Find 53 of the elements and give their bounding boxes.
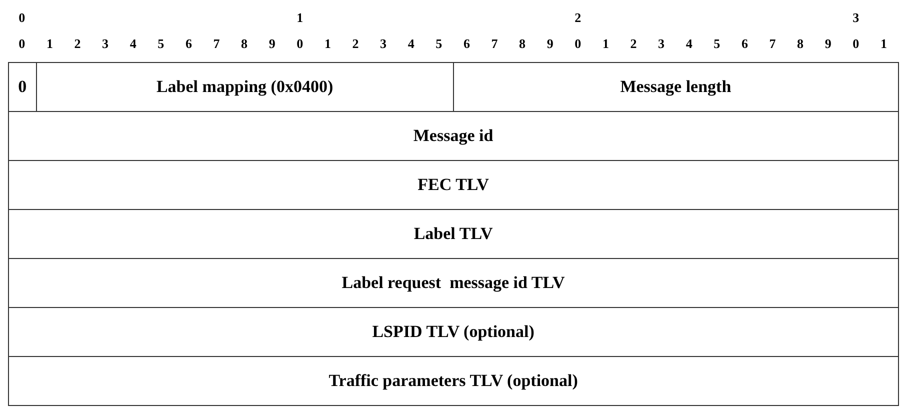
bit-number: 3 [852,11,860,24]
bit-number: 1 [45,37,54,50]
bit-number: 6 [184,37,193,50]
field-cell [8,258,899,308]
bit-number: 7 [768,37,777,50]
bit-number: 2 [351,37,360,50]
bit-number: 2 [73,37,82,50]
bit-number: 6 [740,37,749,50]
bit-number: 9 [824,37,832,50]
field-name: FEC TLV [418,174,489,196]
bit-number: 1 [879,37,888,50]
field-cell [8,307,899,357]
field-cell [8,111,899,161]
bit-number: 0 [852,37,860,50]
bit-number: 1 [601,37,610,50]
field-cell [8,356,899,406]
field-name: Label TLV [414,223,493,246]
bit-number: 4 [684,37,694,50]
field-name: Label mapping (0x0400) [156,76,334,98]
bit-number: 9 [268,37,276,50]
bit-number: 7 [490,37,499,50]
field-name: 0 [18,76,27,98]
field-cell [8,62,37,112]
bit-number: 1 [323,37,332,50]
bit-number: 2 [574,11,582,24]
bit-number: 3 [101,37,110,50]
bit-number: 8 [518,37,527,50]
field-name: Message id [413,125,494,148]
field-cell [452,62,899,112]
field-name: LSPID TLV (optional) [372,321,534,344]
bit-number: 8 [796,37,805,50]
bit-number: 7 [212,37,221,50]
bit-number: 0 [18,37,26,50]
field-name: Label request message id TLV [342,272,565,294]
bit-number: 6 [462,37,471,50]
bit-number: 8 [240,37,249,50]
bit-number: 5 [156,37,166,50]
bit-number: 2 [629,37,638,50]
field-cell [8,160,899,210]
field-cell [8,209,899,259]
bit-number: 9 [546,37,554,50]
field-name: Message length [620,76,732,98]
bit-number: 4 [128,37,138,50]
bit-number: 0 [296,37,304,50]
bit-number: 5 [434,37,444,50]
field-name: Traffic parameters TLV (optional) [328,370,578,392]
bit-number: 0 [574,37,582,50]
bit-number: 3 [657,37,666,50]
bit-number: 0 [18,11,26,24]
bit-number: 1 [296,11,304,24]
bit-number: 5 [712,37,722,50]
bit-number: 3 [379,37,388,50]
bit-number: 4 [406,37,416,50]
